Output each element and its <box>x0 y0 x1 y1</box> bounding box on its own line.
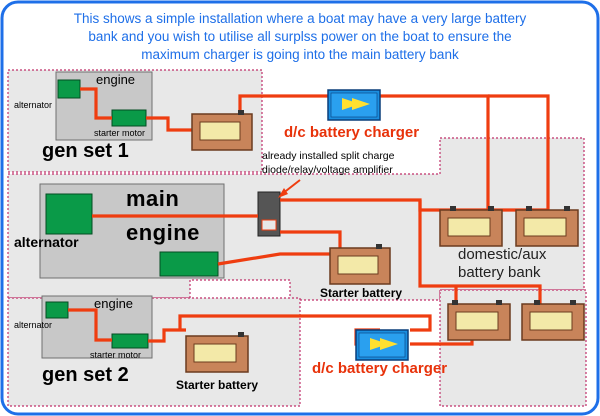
gen-set-1-battery <box>191 110 253 151</box>
gen-set-2-alternator-label: alternator <box>14 320 53 330</box>
gen-set-1-starter-label: starter motor <box>94 128 146 138</box>
domestic-battery-1 <box>439 206 503 247</box>
gen-set-2-battery <box>185 332 249 373</box>
gen-set-1-starter-motor <box>111 109 147 127</box>
dc-charger-1-label: d/c battery charger <box>284 124 420 141</box>
main-engine-title-main: main <box>126 186 180 211</box>
domestic-battery-4 <box>521 300 585 341</box>
gen-set-1-engine-label: engine <box>96 72 136 87</box>
note-arrowhead <box>278 188 288 198</box>
gen-set-2-title: gen set 2 <box>42 364 129 386</box>
caption-line-2: bank and you wish to utilise all surplss… <box>88 29 512 44</box>
battery-bank-label-line-2: battery bank <box>458 264 541 281</box>
main-starter-battery-label: Starter battery <box>320 286 403 300</box>
gen-set-1-title: gen set 1 <box>42 140 129 162</box>
domestic-battery-2 <box>515 206 579 247</box>
gen-set-2-battery-label: Starter battery <box>176 378 259 392</box>
split-charge-note-line-2: diode/relay/voltage amplifier <box>262 164 393 176</box>
main-engine-starter-motor <box>159 251 219 277</box>
dc-charger-2-label: d/c battery charger <box>312 360 448 377</box>
gen-set-1-alternator <box>57 79 81 99</box>
main-engine-alternator-label: alternator <box>14 234 79 250</box>
gen-set-1-alternator-label: alternator <box>14 100 53 110</box>
battery-bank-label-line-1: domestic/aux <box>458 246 547 263</box>
gen-set-2-starter-motor <box>111 333 149 349</box>
caption-line-1: This shows a simple installation where a… <box>73 11 527 26</box>
split-charge-terminal <box>261 219 277 231</box>
main-engine-title-engine: engine <box>126 220 200 245</box>
gen-set-2-engine-label: engine <box>94 296 134 311</box>
main-engine-alternator <box>45 193 93 235</box>
caption-line-3: maximum charger is going into the main b… <box>141 47 459 62</box>
split-charge-note-line-1: already installed split charge <box>262 150 395 162</box>
main-starter-battery <box>329 244 391 285</box>
gen-set-2-alternator <box>45 301 69 319</box>
gen-set-2-starter-label: starter motor <box>90 350 142 360</box>
domestic-battery-3 <box>447 300 511 341</box>
dc-charger-1 <box>327 89 381 121</box>
dc-charger-2 <box>355 329 409 361</box>
wiring <box>68 87 550 346</box>
